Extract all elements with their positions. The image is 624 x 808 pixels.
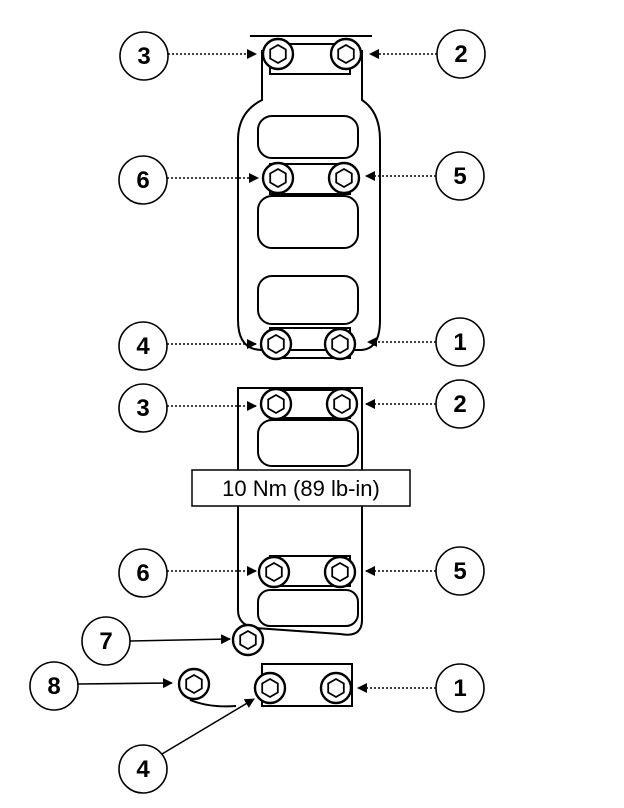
callout-number: 8 [47, 673, 60, 700]
callout-lower-left-mid: 6 [118, 548, 257, 598]
callout-upper-right-bottom: 1 [367, 317, 485, 367]
callout-number: 6 [136, 560, 149, 587]
hex-bolt-icon [327, 161, 361, 195]
callout-lower-right-mid: 5 [365, 546, 485, 596]
hex-bolt-icon [231, 623, 265, 657]
callout-upper-left-top: 3 [119, 31, 257, 81]
callout-number: 4 [136, 333, 150, 360]
callout-number: 4 [136, 756, 150, 783]
hex-bolt-icon [323, 327, 357, 361]
callout-number: 6 [136, 167, 149, 194]
hex-bolt-icon [253, 671, 287, 705]
lower-gasket [189, 387, 363, 708]
hex-bolt-icon [177, 667, 211, 701]
callout-upper-right-mid: 5 [365, 151, 485, 201]
hex-bolt-icon [323, 555, 357, 589]
callout-lower-extra-upper: 7 [81, 616, 231, 666]
callout-lower-extra-lower: 8 [29, 661, 173, 711]
hex-bolt-icon [259, 327, 293, 361]
callout-number: 2 [454, 41, 467, 68]
callout-number: 1 [453, 329, 466, 356]
bolts [177, 37, 363, 705]
callout-lower-left-top: 3 [118, 383, 257, 433]
callout-lower-bottom-right: 1 [357, 663, 485, 713]
callout-number: 2 [453, 391, 466, 418]
callout-lower-right-top: 2 [365, 379, 485, 429]
torque-label: 10 Nm (89 lb-in) [222, 476, 380, 501]
callout-number: 3 [136, 395, 149, 422]
hex-bolt-icon [259, 387, 293, 421]
hex-bolt-icon [261, 161, 295, 195]
callout-upper-left-bottom: 4 [118, 321, 257, 371]
upper-gasket [237, 35, 381, 359]
hex-bolt-icon [257, 555, 291, 589]
callout-number: 5 [453, 558, 466, 585]
lower-callouts: 3 2 6 5 7 8 4 [29, 379, 485, 794]
callout-lower-bottom-left: 4 [118, 698, 255, 794]
callout-number: 5 [453, 163, 466, 190]
callout-number: 3 [137, 43, 150, 70]
callout-number: 7 [99, 628, 112, 655]
hex-bolt-icon [261, 37, 295, 71]
torque-specification: 10 Nm (89 lb-in) [191, 469, 411, 507]
hex-bolt-icon [319, 671, 353, 705]
upper-callouts: 3 2 6 5 4 1 [118, 29, 486, 371]
callout-number: 1 [453, 675, 466, 702]
hex-bolt-icon [325, 387, 359, 421]
callout-upper-left-mid: 6 [118, 155, 259, 205]
callout-upper-right-top: 2 [369, 29, 486, 79]
hex-bolt-icon [329, 37, 363, 71]
